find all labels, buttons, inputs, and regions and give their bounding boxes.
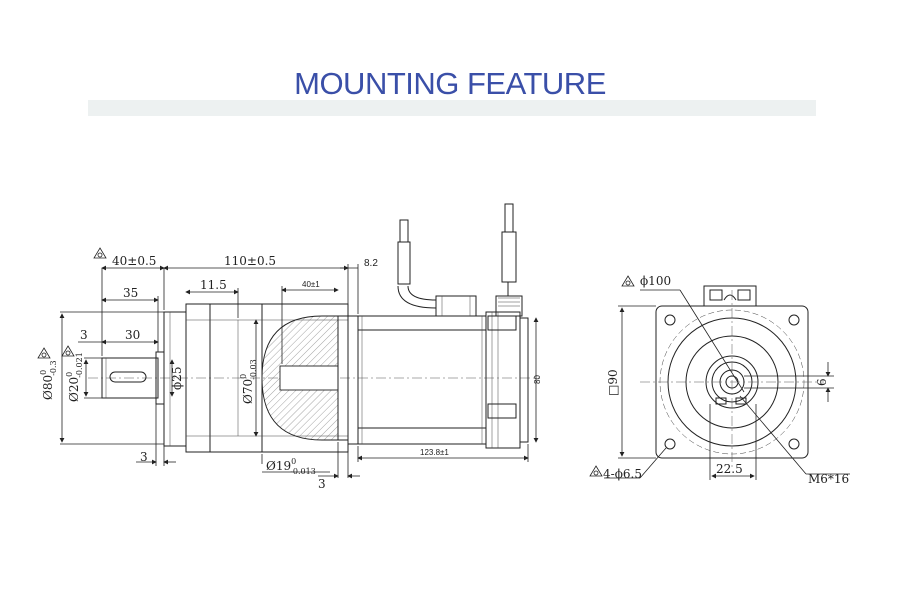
title-band [88, 100, 816, 116]
dim-thread: M6*16 [808, 472, 849, 486]
gearbox-body [185, 303, 349, 453]
output-shaft [101, 351, 165, 405]
dim-30: 30 [125, 328, 140, 342]
page-title: MOUNTING FEATURE [294, 66, 606, 101]
dim-8-2: 8.2 [364, 258, 378, 269]
dim-holes: 4-ϕ6.5 [603, 467, 642, 481]
side-dimension-lines [59, 264, 539, 479]
front-datum-symbol [589, 275, 635, 477]
dim-100: ϕ100 [640, 274, 671, 288]
motor-body [357, 311, 529, 449]
dim-19: Ø190-0.013 [266, 457, 316, 476]
dim-6: 6 [815, 378, 829, 386]
dim-11-5: 11.5 [200, 278, 227, 292]
dim-25: ϕ25 [170, 367, 184, 390]
dim-70: Ø700-0.03 [239, 359, 258, 404]
dim-3-bottom-left: 3 [140, 450, 148, 464]
top-connector [703, 285, 757, 307]
dim-20: Ø200-0.021 [65, 352, 84, 402]
dim-40: 40±0.5 [112, 254, 156, 268]
connector-cables [397, 203, 523, 317]
dim-3-top: 3 [80, 328, 88, 342]
front-dimension-lines [604, 289, 850, 480]
datum-symbol [37, 247, 107, 359]
dim-35: 35 [123, 286, 138, 300]
dim-80: Ø800-0.3 [39, 360, 58, 400]
dim-123-8: 123.8±1 [420, 448, 449, 457]
dim-110: 110±0.5 [224, 254, 276, 268]
svg-text:Ø800-0.3: Ø800-0.3 [39, 360, 58, 400]
dim-22-5: 22.5 [716, 462, 743, 476]
dim-90: □90 [606, 369, 620, 396]
dim-80-motor: 80 [533, 375, 542, 384]
adapter-plate [347, 315, 359, 445]
dim-40-1: 40±1 [302, 280, 320, 289]
svg-text:Ø200-0.021: Ø200-0.021 [65, 352, 84, 402]
front-view: ϕ100 □90 6 22.5 4-ϕ6.5 M6*16 [589, 274, 850, 486]
svg-text:Ø700-0.03: Ø700-0.03 [239, 359, 258, 404]
dim-3-bottom-mid: 3 [318, 477, 326, 491]
side-view: 40±0.5 110±0.5 8.2 35 11.5 40±1 3 30 ϕ25… [37, 203, 542, 491]
mounting-holes [664, 314, 800, 450]
